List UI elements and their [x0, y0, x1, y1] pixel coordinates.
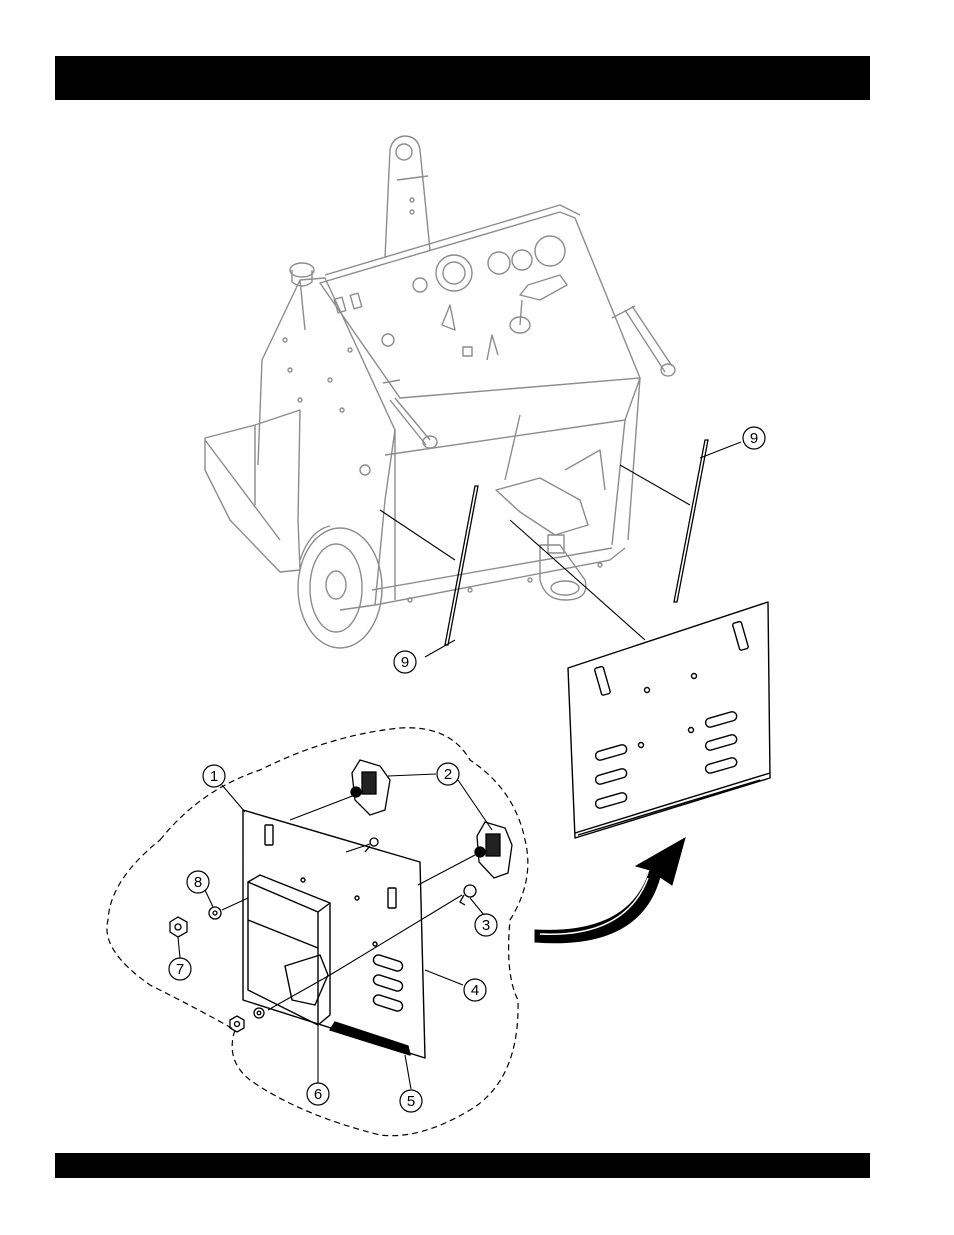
- callout-2: 2: [437, 763, 459, 785]
- latch-upper: [351, 760, 390, 815]
- callout-3: 3: [475, 914, 497, 936]
- callout-9-right-label: 9: [750, 430, 758, 447]
- cover-box: [248, 875, 330, 1025]
- callout-6: 6: [307, 1083, 329, 1105]
- installed-access-panel: [568, 602, 770, 838]
- fuel-cap: [290, 263, 314, 286]
- blade-guard: [205, 410, 300, 572]
- callout-5: 5: [400, 1090, 422, 1112]
- pump-bracket: [496, 450, 605, 600]
- direction-arrow: [535, 838, 685, 943]
- machine-frame: [372, 378, 640, 605]
- callout-7: 7: [169, 958, 191, 980]
- weather-strip-right: [674, 440, 708, 602]
- callout-4-label: 4: [471, 982, 479, 999]
- callout-9-left: 9: [394, 651, 416, 673]
- callout-9-left-label: 9: [401, 654, 409, 671]
- lifting-bail: [385, 136, 430, 258]
- nut-lower: [230, 1016, 244, 1032]
- washer-lower: [254, 1008, 264, 1018]
- weather-strips: [445, 440, 708, 645]
- latches: [351, 760, 512, 878]
- callout-6-label: 6: [314, 1086, 322, 1103]
- leader-lines: [178, 442, 741, 1089]
- machine-assembly: [205, 136, 675, 648]
- latch-lower: [475, 822, 512, 878]
- callout-8-label: 8: [194, 874, 202, 891]
- side-panel: [258, 278, 395, 610]
- washer-8: [209, 907, 221, 919]
- nut-7: [170, 917, 187, 937]
- hardware: [170, 838, 476, 1032]
- callout-7-label: 7: [176, 961, 184, 978]
- callout-1-label: 1: [210, 768, 218, 785]
- bottom-seal-strip: [330, 1022, 410, 1055]
- callout-4: 4: [464, 979, 486, 1001]
- callout-9-right: 9: [743, 427, 765, 449]
- callout-3-label: 3: [482, 917, 490, 934]
- callout-2-label: 2: [444, 766, 452, 783]
- control-panel: [320, 205, 640, 398]
- callout-1: 1: [203, 765, 225, 787]
- rear-wheel: [298, 526, 382, 648]
- weather-strip-left: [445, 486, 478, 645]
- callout-8: 8: [187, 871, 209, 893]
- callout-5-label: 5: [407, 1093, 415, 1110]
